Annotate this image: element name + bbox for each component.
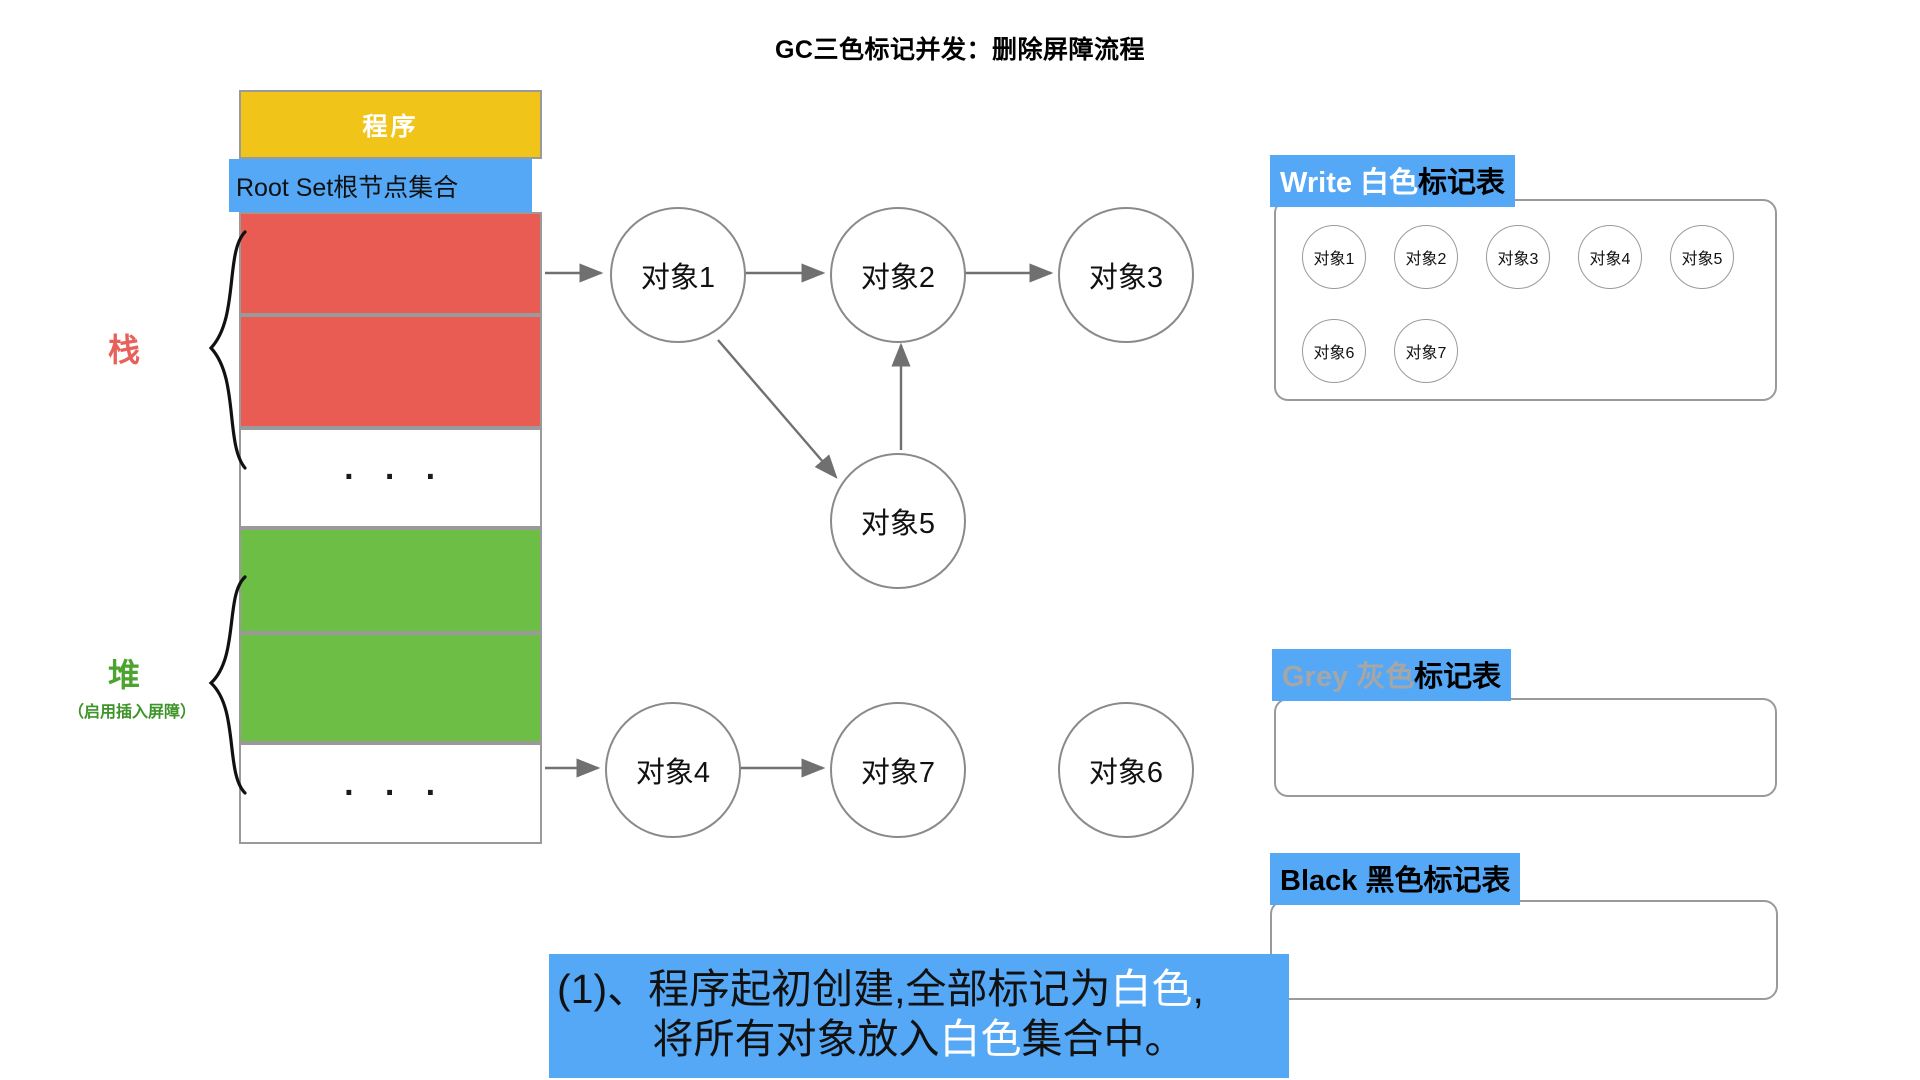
edge-obj1-to-obj5 bbox=[717, 339, 838, 479]
heap-ellipsis-slot: · · · bbox=[239, 743, 542, 844]
object-node-obj5[interactable]: 对象5 bbox=[830, 453, 966, 589]
object-node-obj2[interactable]: 对象2 bbox=[830, 207, 966, 343]
stack-slot-2 bbox=[239, 315, 542, 428]
heap-brace bbox=[208, 575, 247, 795]
program-block: 程序 bbox=[239, 90, 542, 159]
caption-line1-pre: (1)、程序起初创建,全部标记为 bbox=[557, 966, 1111, 1012]
caption-line2-pre: 将所有对象放入 bbox=[652, 1016, 940, 1063]
caption-line-2: 将所有对象放入白色集合中。 bbox=[549, 1014, 1289, 1064]
ellipsis-dots: · · · bbox=[344, 458, 447, 497]
white-mark-keyword: Write 白色 bbox=[1280, 167, 1419, 199]
caption-line1-post: , bbox=[1192, 966, 1204, 1012]
black-mark-table-header: Black 黑色标记表 bbox=[1270, 853, 1521, 905]
root-set-block: Root Set根节点集合 bbox=[229, 159, 532, 212]
white-chip-1[interactable]: 对象1 bbox=[1302, 225, 1366, 289]
stack-slot-1 bbox=[239, 212, 542, 315]
black-mark-keyword: Black 黑色 bbox=[1280, 865, 1424, 897]
ellipsis-dots: · · · bbox=[344, 773, 447, 812]
grey-mark-tail: 标记表 bbox=[1414, 661, 1502, 693]
object-node-obj6[interactable]: 对象6 bbox=[1058, 702, 1194, 838]
white-chip-7[interactable]: 对象7 bbox=[1394, 319, 1458, 383]
white-chip-3[interactable]: 对象3 bbox=[1486, 225, 1550, 289]
white-chip-5[interactable]: 对象5 bbox=[1670, 225, 1734, 289]
white-mark-table-header: Write 白色标记表 bbox=[1270, 155, 1516, 207]
grey-mark-table-header: Grey 灰色标记表 bbox=[1272, 649, 1512, 701]
heap-label: 堆 bbox=[108, 657, 141, 693]
white-chip-4[interactable]: 对象4 bbox=[1578, 225, 1642, 289]
white-chip-2[interactable]: 对象2 bbox=[1394, 225, 1458, 289]
white-chip-6[interactable]: 对象6 bbox=[1302, 319, 1366, 383]
caption-line2-highlight: 白色 bbox=[939, 1016, 1022, 1063]
grey-mark-keyword: Grey 灰色 bbox=[1282, 661, 1415, 693]
black-mark-tail: 标记表 bbox=[1423, 865, 1511, 897]
page-title: GC三色标记并发：删除屏障流程 bbox=[774, 36, 1145, 64]
caption-line-1: (1)、程序起初创建,全部标记为白色, bbox=[549, 964, 1289, 1014]
object-node-obj3[interactable]: 对象3 bbox=[1058, 207, 1194, 343]
object-node-obj1[interactable]: 对象1 bbox=[610, 207, 746, 343]
object-node-obj7[interactable]: 对象7 bbox=[830, 702, 966, 838]
heap-sublabel: （启用插入屏障） bbox=[67, 704, 196, 721]
step-caption: (1)、程序起初创建,全部标记为白色, 将所有对象放入白色集合中。 bbox=[549, 954, 1289, 1079]
stack-brace bbox=[208, 230, 247, 470]
heap-slot-2 bbox=[239, 633, 542, 743]
white-mark-table-box: 对象1 对象2 对象3 对象4 对象5 对象6 对象7 bbox=[1274, 199, 1777, 401]
black-mark-table-box bbox=[1270, 900, 1778, 1000]
object-node-obj4[interactable]: 对象4 bbox=[605, 702, 741, 838]
stack-ellipsis-slot: · · · bbox=[239, 428, 542, 528]
caption-line2-post: 集合中。 bbox=[1021, 1016, 1186, 1063]
stack-label: 栈 bbox=[108, 332, 141, 368]
heap-slot-1 bbox=[239, 528, 542, 633]
caption-line1-highlight: 白色 bbox=[1110, 966, 1193, 1012]
white-mark-tail: 标记表 bbox=[1418, 167, 1506, 199]
grey-mark-table-box bbox=[1274, 698, 1777, 797]
